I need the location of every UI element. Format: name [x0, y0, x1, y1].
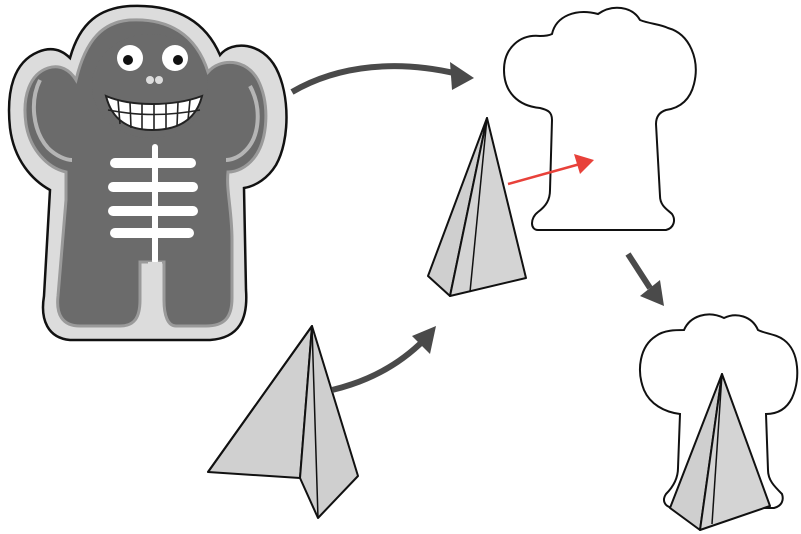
rib-1	[110, 158, 196, 168]
rib-3	[108, 206, 198, 216]
arrow-folded-to-pyramid	[331, 326, 436, 393]
head-outline	[502, 6, 697, 231]
left-pupil	[123, 55, 133, 65]
right-pupil	[173, 55, 183, 65]
left-arm-edge	[31, 79, 73, 162]
arrow-outline-to-assembled	[625, 252, 664, 306]
teeth-lines	[107, 99, 201, 130]
arrow-stand-to-outline	[507, 154, 594, 186]
rib-2	[108, 182, 198, 192]
character-cutout	[7, 4, 288, 342]
pyramid-stand	[427, 117, 527, 297]
nose-right	[155, 76, 163, 84]
folded-stand	[207, 325, 359, 519]
leg-gap	[148, 262, 162, 328]
assembled-standee	[639, 313, 799, 531]
arrow-figure-to-outline	[290, 62, 474, 95]
rib-4	[110, 228, 194, 238]
right-arm-edge	[225, 85, 260, 162]
nose-left	[146, 76, 154, 84]
